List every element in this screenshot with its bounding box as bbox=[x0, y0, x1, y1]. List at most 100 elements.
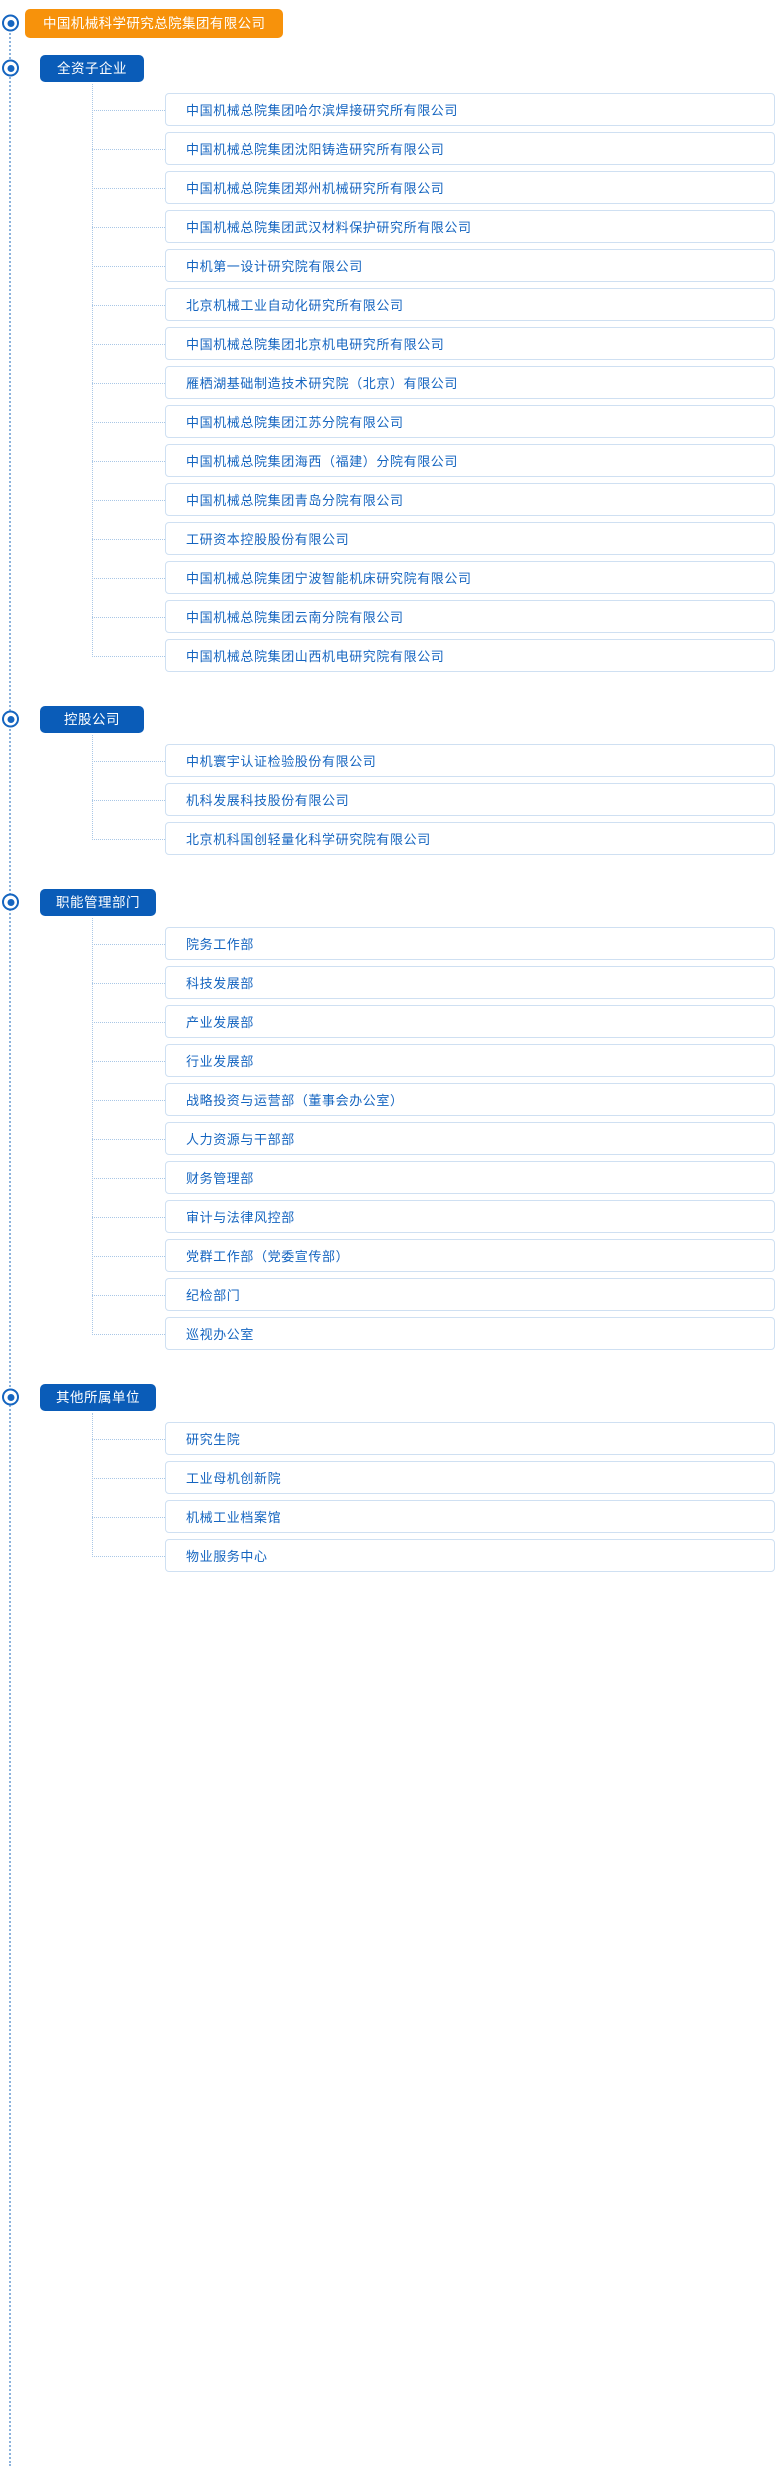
org-item-box[interactable]: 中国机械总院集团海西（福建）分院有限公司 bbox=[165, 444, 775, 477]
org-item-label: 中国机械总院集团武汉材料保护研究所有限公司 bbox=[186, 220, 472, 235]
org-item-box[interactable]: 战略投资与运营部（董事会办公室） bbox=[165, 1083, 775, 1116]
org-item-label: 中国机械总院集团哈尔滨焊接研究所有限公司 bbox=[186, 103, 459, 118]
org-item-label: 北京机科国创轻量化科学研究院有限公司 bbox=[186, 832, 431, 847]
org-item-box[interactable]: 纪检部门 bbox=[165, 1278, 775, 1311]
section-title-holding[interactable]: 控股公司 bbox=[40, 705, 144, 733]
org-item-row: 人力资源与干部部 bbox=[0, 1119, 779, 1158]
org-item-label: 中国机械总院集团青岛分院有限公司 bbox=[186, 493, 404, 508]
org-section-holding: 控股公司中机寰宇认证检验股份有限公司机科发展科技股份有限公司北京机科国创轻量化科… bbox=[0, 697, 779, 880]
org-item-row: 中机第一设计研究院有限公司 bbox=[0, 246, 779, 285]
org-item-box[interactable]: 审计与法律风控部 bbox=[165, 1200, 775, 1233]
org-item-row: 中国机械总院集团云南分院有限公司 bbox=[0, 597, 779, 636]
org-item-box[interactable]: 中国机械总院集团宁波智能机床研究院有限公司 bbox=[165, 561, 775, 594]
org-item-row: 机械工业档案馆 bbox=[0, 1497, 779, 1536]
root-node-label[interactable]: 中国机械科学研究总院集团有限公司 bbox=[25, 8, 284, 38]
org-section-functional-departments: 职能管理部门院务工作部科技发展部产业发展部行业发展部战略投资与运营部（董事会办公… bbox=[0, 880, 779, 1375]
sections-host: 全资子企业中国机械总院集团哈尔滨焊接研究所有限公司中国机械总院集团沈阳铸造研究所… bbox=[0, 46, 779, 1597]
node-dot-icon bbox=[2, 710, 19, 728]
org-item-box[interactable]: 人力资源与干部部 bbox=[165, 1122, 775, 1155]
org-item-box[interactable]: 中国机械总院集团云南分院有限公司 bbox=[165, 600, 775, 633]
org-item-box[interactable]: 中机寰宇认证检验股份有限公司 bbox=[165, 744, 775, 777]
org-item-label: 中国机械总院集团江苏分院有限公司 bbox=[186, 415, 404, 430]
node-dot-icon bbox=[2, 59, 19, 77]
org-item-box[interactable]: 院务工作部 bbox=[165, 927, 775, 960]
org-item-row: 雁栖湖基础制造技术研究院（北京）有限公司 bbox=[0, 363, 779, 402]
section-gap bbox=[0, 858, 779, 880]
org-item-label: 中国机械总院集团山西机电研究院有限公司 bbox=[186, 649, 445, 664]
org-item-box[interactable]: 财务管理部 bbox=[165, 1161, 775, 1194]
org-item-row: 党群工作部（党委宣传部） bbox=[0, 1236, 779, 1275]
section-gap bbox=[0, 1353, 779, 1375]
org-item-label: 物业服务中心 bbox=[186, 1549, 268, 1564]
org-item-row: 物业服务中心 bbox=[0, 1536, 779, 1575]
org-item-label: 中国机械总院集团郑州机械研究所有限公司 bbox=[186, 181, 445, 196]
org-item-label: 机械工业档案馆 bbox=[186, 1510, 282, 1525]
org-item-box[interactable]: 巡视办公室 bbox=[165, 1317, 775, 1350]
section-items-wholly-owned: 中国机械总院集团哈尔滨焊接研究所有限公司中国机械总院集团沈阳铸造研究所有限公司中… bbox=[0, 84, 779, 675]
org-item-box[interactable]: 党群工作部（党委宣传部） bbox=[165, 1239, 775, 1272]
root-node-row: 中国机械科学研究总院集团有限公司 bbox=[0, 0, 779, 46]
org-item-box[interactable]: 中国机械总院集团郑州机械研究所有限公司 bbox=[165, 171, 775, 204]
section-title-functional-departments[interactable]: 职能管理部门 bbox=[40, 888, 156, 916]
org-item-label: 中国机械总院集团沈阳铸造研究所有限公司 bbox=[186, 142, 445, 157]
org-item-row: 北京机械工业自动化研究所有限公司 bbox=[0, 285, 779, 324]
org-spine bbox=[9, 18, 11, 2466]
org-item-box[interactable]: 科技发展部 bbox=[165, 966, 775, 999]
org-item-row: 战略投资与运营部（董事会办公室） bbox=[0, 1080, 779, 1119]
section-header-row: 全资子企业 bbox=[0, 46, 779, 90]
org-item-box[interactable]: 中国机械总院集团山西机电研究院有限公司 bbox=[165, 639, 775, 672]
org-item-box[interactable]: 中国机械总院集团哈尔滨焊接研究所有限公司 bbox=[165, 93, 775, 126]
org-item-box[interactable]: 机械工业档案馆 bbox=[165, 1500, 775, 1533]
org-item-box[interactable]: 产业发展部 bbox=[165, 1005, 775, 1038]
org-item-row: 产业发展部 bbox=[0, 1002, 779, 1041]
org-item-row: 审计与法律风控部 bbox=[0, 1197, 779, 1236]
org-item-label: 财务管理部 bbox=[186, 1171, 255, 1186]
org-item-box[interactable]: 研究生院 bbox=[165, 1422, 775, 1455]
org-item-label: 研究生院 bbox=[186, 1432, 241, 1447]
org-item-row: 中国机械总院集团青岛分院有限公司 bbox=[0, 480, 779, 519]
org-item-label: 审计与法律风控部 bbox=[186, 1210, 295, 1225]
org-item-row: 中国机械总院集团江苏分院有限公司 bbox=[0, 402, 779, 441]
org-item-row: 中机寰宇认证检验股份有限公司 bbox=[0, 741, 779, 780]
org-item-label: 战略投资与运营部（董事会办公室） bbox=[186, 1093, 404, 1108]
org-item-row: 中国机械总院集团武汉材料保护研究所有限公司 bbox=[0, 207, 779, 246]
org-item-row: 中国机械总院集团宁波智能机床研究院有限公司 bbox=[0, 558, 779, 597]
org-item-row: 中国机械总院集团沈阳铸造研究所有限公司 bbox=[0, 129, 779, 168]
section-items-holding: 中机寰宇认证检验股份有限公司机科发展科技股份有限公司北京机科国创轻量化科学研究院… bbox=[0, 735, 779, 858]
section-title-other-units[interactable]: 其他所属单位 bbox=[40, 1383, 156, 1411]
org-item-box[interactable]: 工业母机创新院 bbox=[165, 1461, 775, 1494]
org-item-box[interactable]: 雁栖湖基础制造技术研究院（北京）有限公司 bbox=[165, 366, 775, 399]
section-header-row: 控股公司 bbox=[0, 697, 779, 741]
org-section-wholly-owned: 全资子企业中国机械总院集团哈尔滨焊接研究所有限公司中国机械总院集团沈阳铸造研究所… bbox=[0, 46, 779, 697]
org-item-label: 中机第一设计研究院有限公司 bbox=[186, 259, 363, 274]
org-item-label: 北京机械工业自动化研究所有限公司 bbox=[186, 298, 404, 313]
org-item-box[interactable]: 中国机械总院集团沈阳铸造研究所有限公司 bbox=[165, 132, 775, 165]
org-item-row: 财务管理部 bbox=[0, 1158, 779, 1197]
section-title-wholly-owned[interactable]: 全资子企业 bbox=[40, 54, 144, 82]
org-item-row: 院务工作部 bbox=[0, 924, 779, 963]
org-item-label: 党群工作部（党委宣传部） bbox=[186, 1249, 350, 1264]
org-section-other-units: 其他所属单位研究生院工业母机创新院机械工业档案馆物业服务中心 bbox=[0, 1375, 779, 1597]
org-item-label: 产业发展部 bbox=[186, 1015, 255, 1030]
org-item-box[interactable]: 中国机械总院集团江苏分院有限公司 bbox=[165, 405, 775, 438]
section-items-other-units: 研究生院工业母机创新院机械工业档案馆物业服务中心 bbox=[0, 1413, 779, 1575]
org-item-label: 中国机械总院集团云南分院有限公司 bbox=[186, 610, 404, 625]
node-dot-icon bbox=[2, 14, 19, 32]
org-item-box[interactable]: 中国机械总院集团武汉材料保护研究所有限公司 bbox=[165, 210, 775, 243]
org-item-row: 机科发展科技股份有限公司 bbox=[0, 780, 779, 819]
org-item-row: 巡视办公室 bbox=[0, 1314, 779, 1353]
org-item-label: 人力资源与干部部 bbox=[186, 1132, 295, 1147]
org-item-box[interactable]: 物业服务中心 bbox=[165, 1539, 775, 1572]
org-item-label: 机科发展科技股份有限公司 bbox=[186, 793, 350, 808]
org-item-box[interactable]: 工研资本控股股份有限公司 bbox=[165, 522, 775, 555]
org-item-box[interactable]: 中国机械总院集团北京机电研究所有限公司 bbox=[165, 327, 775, 360]
org-item-box[interactable]: 北京机械工业自动化研究所有限公司 bbox=[165, 288, 775, 321]
org-item-box[interactable]: 行业发展部 bbox=[165, 1044, 775, 1077]
org-item-row: 工业母机创新院 bbox=[0, 1458, 779, 1497]
org-item-label: 中机寰宇认证检验股份有限公司 bbox=[186, 754, 377, 769]
org-item-box[interactable]: 中机第一设计研究院有限公司 bbox=[165, 249, 775, 282]
org-item-box[interactable]: 北京机科国创轻量化科学研究院有限公司 bbox=[165, 822, 775, 855]
org-item-box[interactable]: 中国机械总院集团青岛分院有限公司 bbox=[165, 483, 775, 516]
org-item-box[interactable]: 机科发展科技股份有限公司 bbox=[165, 783, 775, 816]
